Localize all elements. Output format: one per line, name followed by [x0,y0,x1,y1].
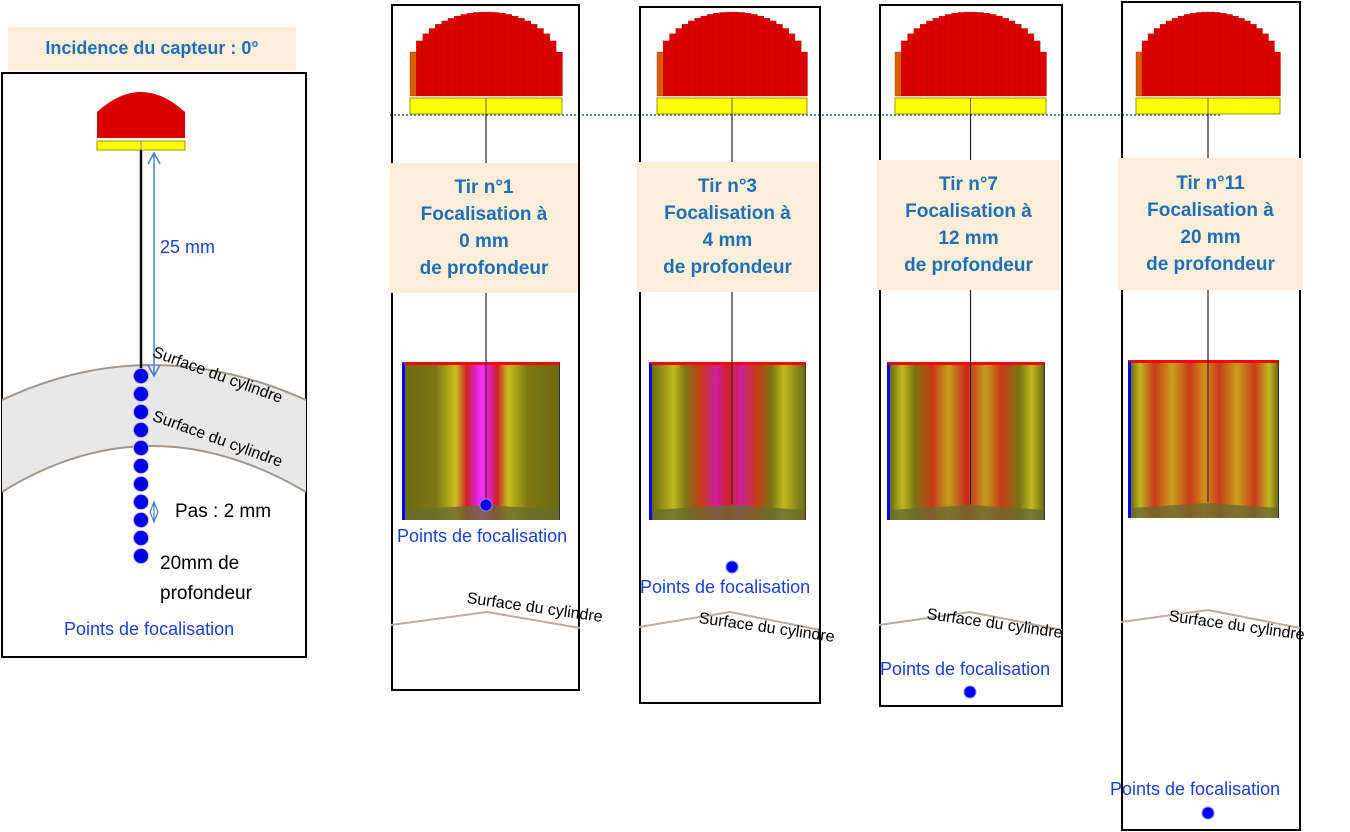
focus-point [133,368,149,384]
probe-icon [97,92,185,138]
focus-depth: 20 mm [1180,227,1241,248]
focus-points-label: Points de focalisation [640,577,811,597]
focus-depth: 0 mm [459,231,509,252]
probe-icon [894,11,1047,97]
beam-field [1128,360,1279,518]
shot-panel-frame [391,4,580,691]
cylinder-surface-line [390,610,581,629]
focus-point [1201,806,1215,820]
cylinder-surface-line [1120,608,1301,629]
cylinder-outer-surface [1,364,307,401]
shot-number: Tir n°7 [939,174,998,195]
focus-points [133,368,149,564]
shot-label: Tir n°11 Focalisation à 20 mm de profond… [1118,158,1303,290]
shot-number: Tir n°1 [454,177,514,198]
focus-point [479,498,493,512]
focus-point [133,548,149,564]
focus-point [133,494,149,510]
step-arrow [149,500,159,524]
focus-caption: Focalisation à [905,201,1032,222]
cylinder-inner-surface [1,445,307,493]
depth-caption: de profondeur [904,255,1033,276]
focus-points-label: Points de focalisation [397,526,568,546]
depth-label-1: 20mm de [160,553,240,574]
cylinder-surface-line [878,610,1063,631]
distance-arrow [147,151,161,378]
focus-point [133,386,149,402]
beam-field [402,362,560,520]
distance-label: 25 mm [160,237,216,257]
depth-caption: de profondeur [419,258,549,279]
shot-panel-frame [879,4,1063,707]
focus-point [133,404,149,420]
cylinder-surface-line [638,610,821,631]
cylinder-wall [2,365,306,492]
focus-point [133,476,149,492]
shot-panel-frame [639,6,821,704]
focus-depth: 4 mm [702,230,753,251]
depth-caption: de profondeur [663,257,792,278]
beam-field [649,362,806,520]
focus-point [133,530,149,546]
focus-caption: Focalisation à [1147,200,1274,221]
focus-depth: 12 mm [938,228,999,249]
shot-number: Tir n°3 [698,176,757,197]
left-panel-frame [1,72,307,658]
incidence-header: Incidence du capteur : 0° [8,27,296,70]
shot-label: Tir n°3 Focalisation à 4 mm de profondeu… [637,162,818,292]
focus-point [133,440,149,456]
focus-caption: Focalisation à [664,203,791,224]
depth-caption: de profondeur [1146,254,1275,275]
focus-points-label: Points de focalisation [64,619,235,639]
probe-icon [656,11,808,97]
probe-icon [409,11,563,97]
focus-point [963,685,977,699]
beam-field [887,362,1045,520]
probe-icon [1135,11,1281,97]
focus-point [133,458,149,474]
focus-point [133,512,149,528]
step-label: Pas : 2 mm [175,501,272,522]
shot-label: Tir n°7 Focalisation à 12 mm de profonde… [877,160,1060,290]
focus-points-label: Points de focalisation [1110,779,1281,799]
focus-caption: Focalisation à [420,204,548,225]
focus-point [725,560,739,574]
shot-label: Tir n°1 Focalisation à 0 mm de profondeu… [390,163,578,293]
depth-label-2: profondeur [160,583,252,604]
focus-point [133,422,149,438]
shot-number: Tir n°11 [1176,173,1245,194]
shot-panel-frame [1121,1,1301,831]
focus-points-label: Points de focalisation [880,659,1051,679]
